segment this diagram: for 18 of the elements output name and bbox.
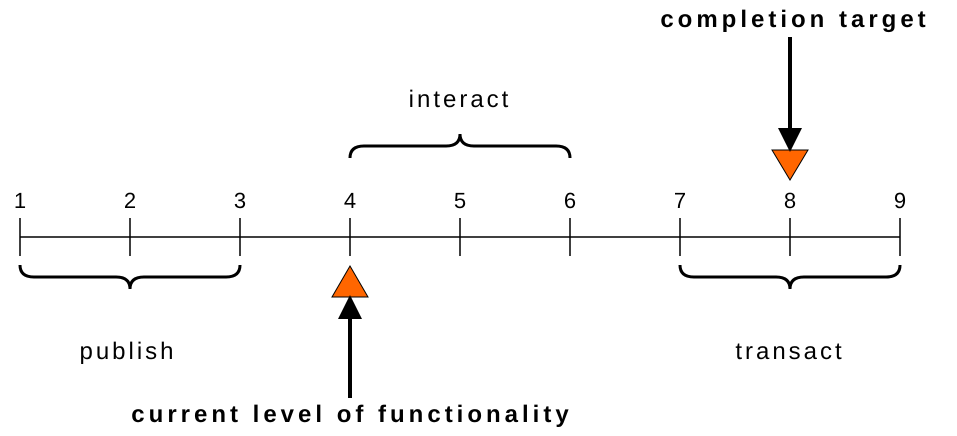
triangle-marker (771, 150, 809, 181)
tick-label: 9 (894, 190, 906, 212)
triangle-marker (331, 265, 369, 298)
tick-label: 5 (454, 190, 466, 212)
tick-label: 7 (674, 190, 686, 212)
arrow (338, 295, 362, 398)
annotation-text: current level of functionality (131, 403, 573, 427)
tick-label: 8 (784, 190, 796, 212)
tick-label: 4 (344, 190, 356, 212)
range-label: transact (735, 340, 845, 364)
annotation-text: completion target (660, 8, 930, 32)
tick-label: 3 (234, 190, 246, 212)
range-label: publish (79, 340, 177, 364)
arrow (778, 37, 802, 152)
tick-label: 1 (14, 190, 26, 212)
tick-label: 6 (564, 190, 576, 212)
range-label: interact (408, 88, 512, 112)
tick-label: 2 (124, 190, 136, 212)
